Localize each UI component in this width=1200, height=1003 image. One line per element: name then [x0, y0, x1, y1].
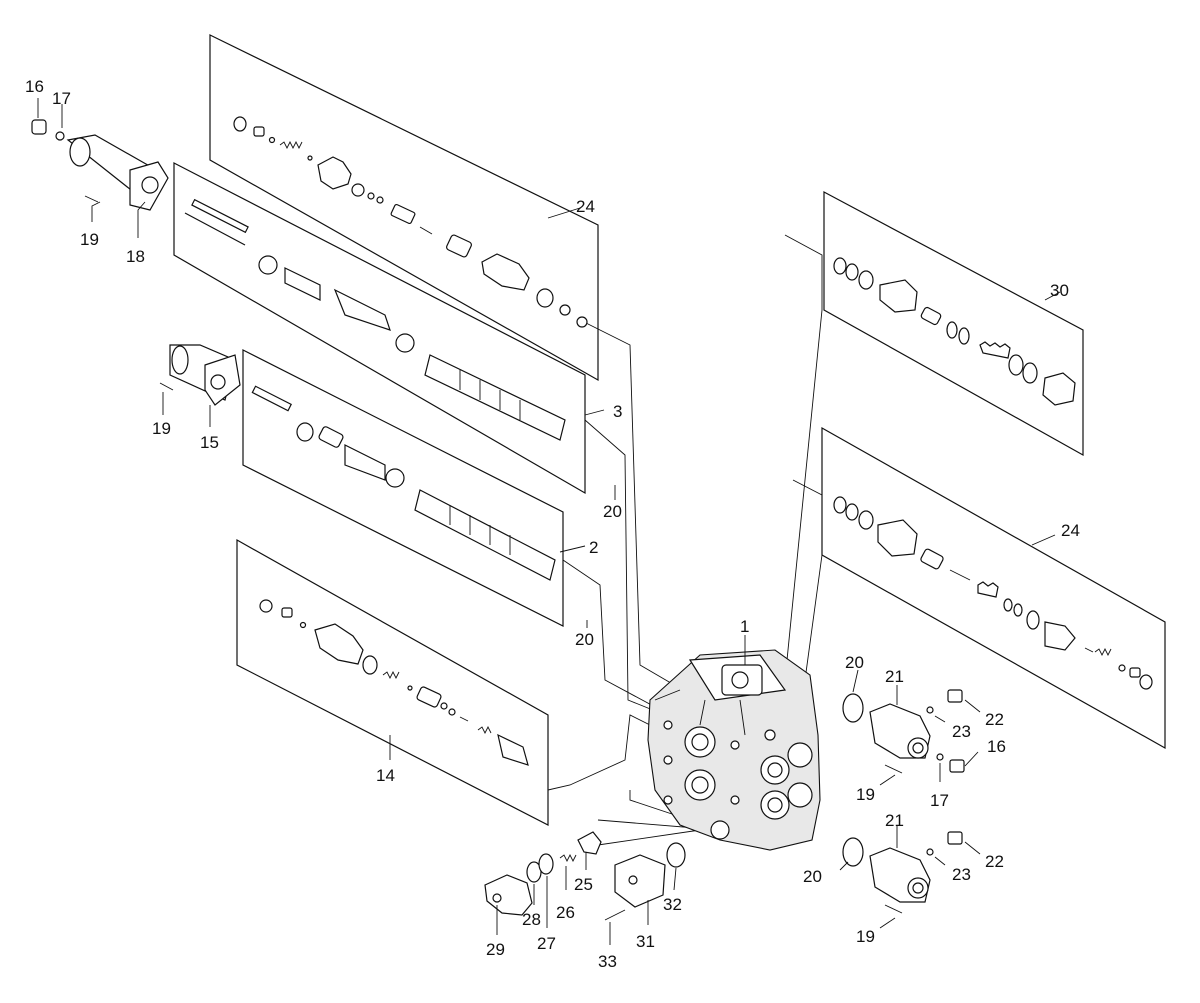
callout-25: 25	[574, 875, 593, 894]
callout-14: 14	[376, 766, 395, 785]
group-box-3	[173, 162, 586, 495]
callout-21: 21	[885, 811, 904, 830]
relief-valve-parts-top	[233, 116, 588, 328]
callout-18: 18	[126, 247, 145, 266]
callout-23: 23	[952, 722, 971, 741]
callout-19: 19	[152, 419, 171, 438]
callout-19: 19	[856, 927, 875, 946]
callout-32: 32	[663, 895, 682, 914]
group-14-parts	[259, 599, 529, 766]
callout-26: 26	[556, 903, 575, 922]
callout-leaders	[37, 98, 1061, 945]
callout-20: 20	[575, 630, 594, 649]
callout-31: 31	[636, 932, 655, 951]
callout-20: 20	[845, 653, 864, 672]
callout-15: 15	[200, 433, 219, 452]
callout-17: 17	[52, 89, 71, 108]
group-box-24-top	[209, 34, 599, 382]
callout-28: 28	[522, 910, 541, 929]
callout-29: 29	[486, 940, 505, 959]
callout-20: 20	[803, 867, 822, 886]
callout-22: 22	[985, 852, 1004, 871]
callout-1: 1	[740, 617, 749, 636]
callout-33: 33	[598, 952, 617, 971]
bottom-parts	[484, 831, 686, 921]
callout-24: 24	[576, 197, 595, 216]
group-30-parts	[833, 257, 1076, 406]
group-box-2	[242, 349, 564, 627]
callout-16: 16	[987, 737, 1006, 756]
callout-17: 17	[930, 791, 949, 810]
group-box-30	[823, 191, 1084, 457]
callout-19: 19	[856, 785, 875, 804]
callout-16: 16	[25, 77, 44, 96]
callout-24: 24	[1061, 521, 1080, 540]
callout-30: 30	[1050, 281, 1069, 300]
spool-2-parts	[169, 344, 556, 581]
callout-23: 23	[952, 865, 971, 884]
callout-22: 22	[985, 710, 1004, 729]
callout-20: 20	[603, 502, 622, 521]
relief-valve-parts-right	[833, 496, 1153, 690]
spool-3-parts	[66, 134, 566, 441]
callout-27: 27	[537, 934, 556, 953]
group-box-14	[236, 538, 549, 826]
callout-21: 21	[885, 667, 904, 686]
callout-2: 2	[589, 538, 598, 557]
side-cover-parts	[31, 119, 965, 914]
callout-3: 3	[613, 402, 622, 421]
callout-labels: 1 2 3 14 15 16 16 17 17 18 19 19 19 19 2…	[25, 77, 1080, 971]
valve-body	[647, 649, 821, 851]
callout-19: 19	[80, 230, 99, 249]
